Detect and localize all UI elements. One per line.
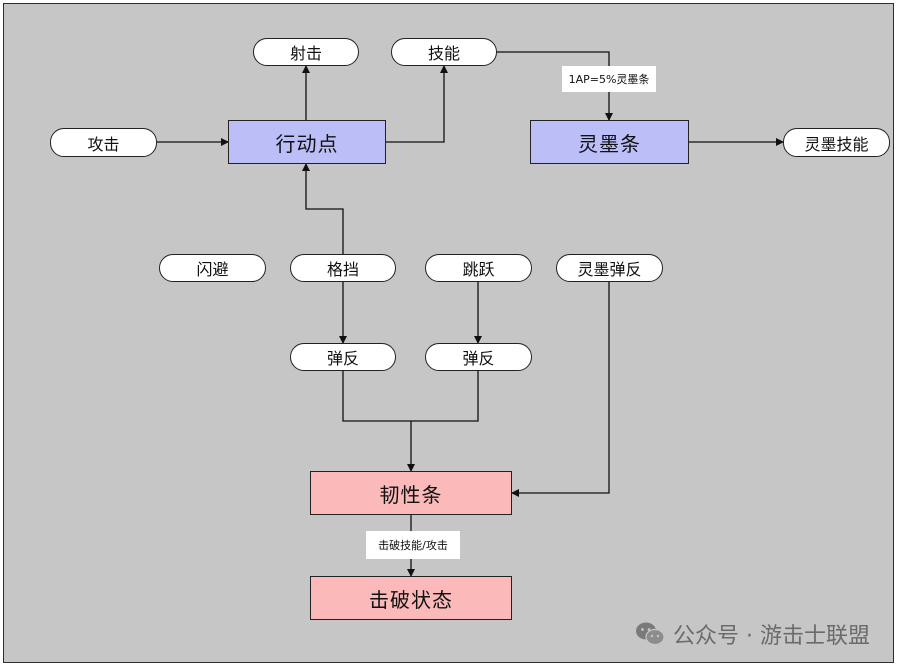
node-ink-bar: 灵墨条 — [530, 120, 689, 164]
node-ink-reflect: 灵墨弹反 — [556, 254, 663, 282]
wechat-icon — [636, 622, 665, 646]
node-shoot: 射击 — [253, 38, 359, 66]
node-dodge: 闪避 — [159, 254, 266, 282]
node-break-state: 击破状态 — [310, 576, 512, 620]
edge-skill-to-ink — [497, 51, 613, 121]
edge-label-ap-to-ink: 1AP=5%灵墨条 — [562, 66, 656, 92]
edge-ap-to-skill — [386, 65, 448, 143]
node-reflect-2: 弹反 — [425, 343, 532, 371]
edge-reflect-merge — [342, 371, 479, 422]
watermark: 公众号 · 游击士联盟 — [635, 618, 870, 650]
node-attack: 攻击 — [50, 128, 157, 157]
node-block: 格挡 — [290, 254, 396, 282]
node-ink-skill: 灵墨技能 — [783, 128, 890, 157]
node-jump: 跳跃 — [425, 254, 532, 282]
node-reflect-1: 弹反 — [290, 343, 396, 371]
edge-block-to-ap — [302, 163, 344, 254]
node-skill: 技能 — [391, 38, 497, 66]
watermark-text: 公众号 · 游击士联盟 — [673, 624, 870, 649]
edge-label-break-condition: 击破技能/攻击 — [366, 531, 460, 559]
node-toughness-bar: 韧性条 — [310, 471, 512, 515]
node-action-points: 行动点 — [228, 120, 386, 164]
edge-inkreflect-to-toughness — [511, 282, 610, 497]
